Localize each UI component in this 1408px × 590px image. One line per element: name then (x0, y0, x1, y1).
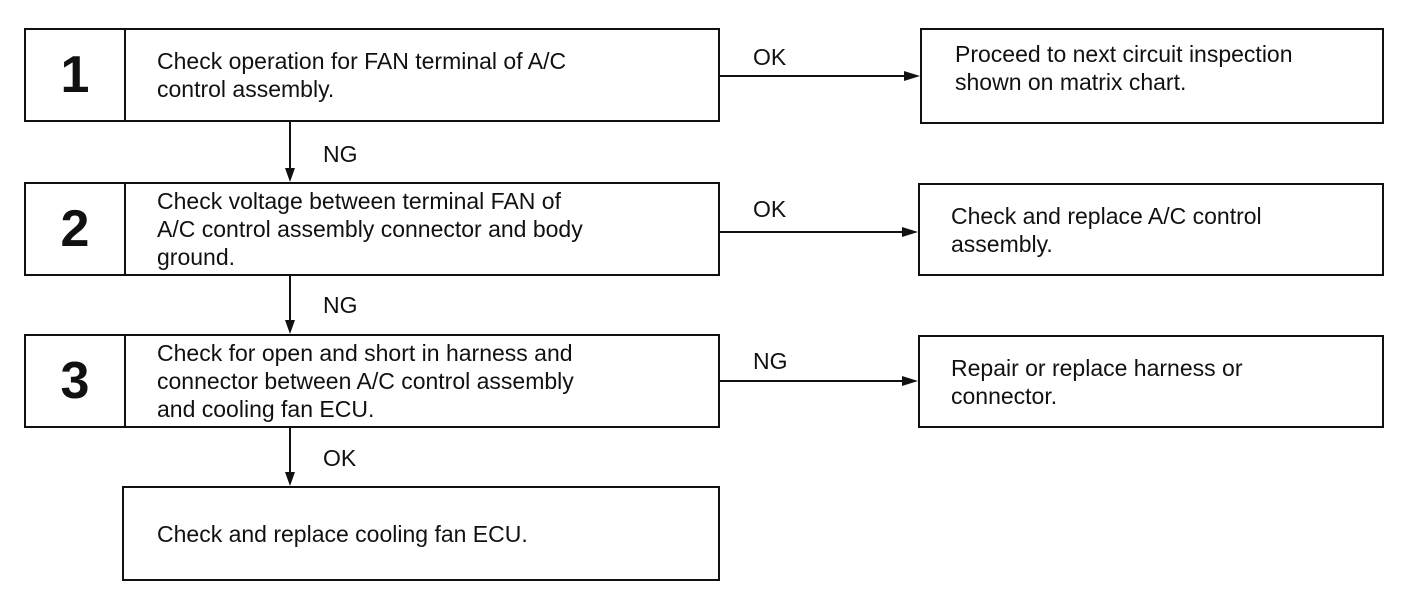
step-3-down-label: OK (323, 445, 357, 471)
step-3-box: 3 Check for open and short in harness an… (24, 334, 720, 428)
step-2-down-label: NG (323, 292, 358, 318)
step-2-box: 2 Check voltage between terminal FAN of … (24, 182, 720, 276)
step-3-number: 3 (26, 336, 126, 426)
result-3-box: Repair or replace harness or connector. (918, 335, 1384, 428)
step-2-number: 2 (26, 184, 126, 274)
result-2-box: Check and replace A/C control assembly. (918, 183, 1384, 276)
arrowhead-step3-to-final (285, 472, 295, 486)
step-1-right-label: OK (753, 44, 787, 70)
step-2-text: Check voltage between terminal FAN of A/… (157, 188, 583, 270)
step-3-right-label: NG (753, 348, 788, 374)
arrowhead-step2-to-result2 (902, 227, 918, 237)
arrowhead-step2-to-step3 (285, 320, 295, 334)
step-1-box: 1 Check operation for FAN terminal of A/… (24, 28, 720, 122)
arrowhead-step3-to-result3 (902, 376, 918, 386)
result-1-box: Proceed to next circuit inspection shown… (920, 28, 1384, 124)
step-1-text: Check operation for FAN terminal of A/C … (157, 48, 567, 102)
step-1-number: 1 (26, 30, 126, 120)
step-1-down-label: NG (323, 141, 358, 167)
arrowhead-step1-to-result1 (904, 71, 920, 81)
final-box: Check and replace cooling fan ECU. (122, 486, 720, 581)
step-2-right-label: OK (753, 196, 787, 222)
arrowhead-step1-to-step2 (285, 168, 295, 182)
step-3-text: Check for open and short in harness and … (157, 340, 574, 422)
